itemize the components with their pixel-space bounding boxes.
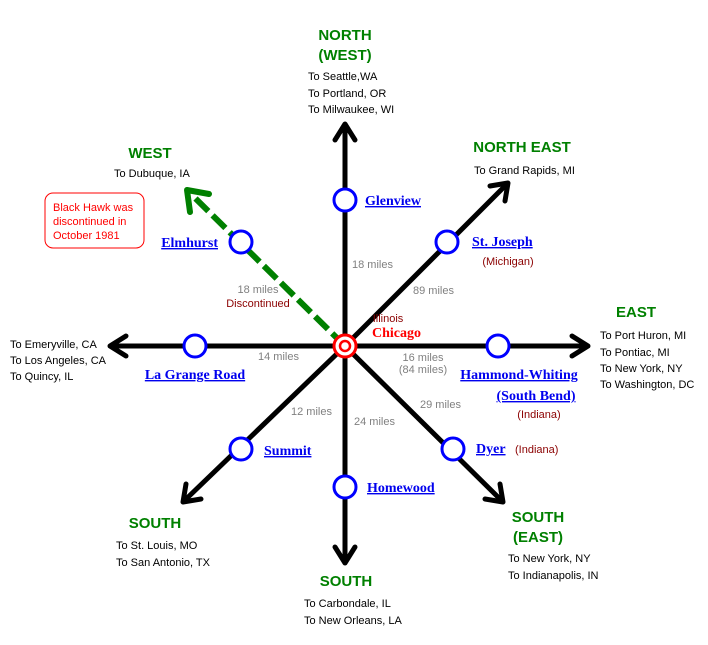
hammond-state: (Indiana): [517, 409, 560, 421]
dyer-state: (Indiana): [515, 444, 558, 456]
station-la-grange-marker[interactable]: [182, 333, 208, 359]
distance-east: 16 miles: [403, 352, 444, 364]
station-summit-marker[interactable]: [228, 436, 254, 462]
distance-northeast: 89 miles: [413, 285, 454, 297]
east-label: EAST: [616, 304, 656, 321]
south-dest-2: To New Orleans, LA: [304, 615, 402, 627]
east-dest-1: To Port Huron, MI: [600, 330, 686, 342]
west-dest-1: To Emeryville, CA: [10, 339, 97, 351]
distance-southwest: 12 miles: [291, 406, 332, 418]
southeast-dest-1: To New York, NY: [508, 553, 591, 565]
station-glenview-link[interactable]: Glenview: [365, 194, 422, 209]
northwest-label: WEST: [128, 145, 171, 162]
center-state-label: Illinois: [373, 313, 404, 325]
station-south-bend-link[interactable]: (South Bend): [497, 389, 576, 404]
west-dest-3: To Quincy, IL: [10, 371, 73, 383]
southeast-arrow-icon: [482, 481, 506, 505]
station-dyer-marker[interactable]: [440, 436, 466, 462]
east-arrow-icon: [569, 333, 591, 359]
station-hammond-marker[interactable]: [485, 333, 511, 359]
center-city-label: Chicago: [372, 326, 421, 341]
northeast-line: [343, 181, 510, 348]
station-summit-link[interactable]: Summit: [264, 444, 312, 459]
black-hawk-note: Black Hawk was discontinued in October 1…: [44, 192, 145, 249]
southwest-dest-2: To San Antonio, TX: [116, 557, 211, 569]
station-elmhurst-link[interactable]: Elmhurst: [161, 236, 218, 251]
southwest-line: [181, 344, 347, 504]
south-dest-1: To Carbondale, IL: [304, 598, 391, 610]
east-dest-4: To Washington, DC: [600, 379, 694, 391]
distance-southeast: 29 miles: [420, 399, 461, 411]
northeast-dest-1: To Grand Rapids, MI: [474, 165, 575, 177]
northeast-label: NORTH EAST: [473, 139, 571, 156]
note-line-3: October 1981: [53, 230, 120, 242]
west-dest-2: To Los Angeles, CA: [10, 355, 107, 367]
southeast-sublabel: (EAST): [513, 529, 563, 546]
station-elmhurst-marker[interactable]: [228, 229, 254, 255]
southeast-dest-2: To Indianapolis, IN: [508, 570, 599, 582]
distance-east-alt: (84 miles): [399, 364, 447, 376]
station-homewood-link[interactable]: Homewood: [367, 481, 435, 496]
station-hammond-link[interactable]: Hammond-Whiting: [460, 368, 577, 383]
north-dest-3: To Milwaukee, WI: [308, 104, 394, 116]
station-la-grange-link[interactable]: La Grange Road: [145, 368, 246, 383]
distance-south: 24 miles: [354, 416, 395, 428]
note-line-1: Black Hawk was: [53, 202, 134, 214]
east-dest-2: To Pontiac, MI: [600, 347, 670, 359]
north-arrow-icon: [332, 121, 358, 143]
distance-northwest: 18 miles: [238, 284, 279, 296]
station-st-joseph-marker[interactable]: [434, 229, 460, 255]
southwest-dest-1: To St. Louis, MO: [116, 540, 198, 552]
north-label: NORTH: [318, 27, 371, 44]
southeast-line: [343, 344, 505, 504]
northeast-arrow-icon: [487, 180, 511, 204]
west-arrow-icon: [107, 333, 129, 359]
distance-north: 18 miles: [352, 259, 393, 271]
northwest-arrow-icon: [184, 187, 212, 215]
south-label: SOUTH: [320, 573, 373, 590]
southeast-label: SOUTH: [512, 509, 565, 526]
note-line-2: discontinued in: [53, 216, 126, 228]
station-glenview-marker[interactable]: [332, 187, 358, 213]
north-dest-1: To Seattle,WA: [308, 71, 378, 83]
st-joseph-state: (Michigan): [482, 256, 533, 268]
route-lines: [107, 121, 591, 566]
north-dest-2: To Portland, OR: [308, 88, 386, 100]
station-homewood-marker[interactable]: [332, 474, 358, 500]
south-arrow-icon: [332, 544, 358, 566]
north-sublabel: (WEST): [318, 47, 371, 64]
southwest-label: SOUTH: [129, 515, 182, 532]
distance-west: 14 miles: [258, 351, 299, 363]
east-dest-3: To New York, NY: [600, 363, 683, 375]
southwest-arrow-icon: [180, 481, 204, 505]
station-dyer-link[interactable]: Dyer: [476, 442, 506, 457]
station-st-joseph-link[interactable]: St. Joseph: [472, 235, 533, 250]
chicago-center-icon[interactable]: [332, 333, 358, 359]
northwest-status: Discontinued: [226, 298, 290, 310]
northwest-discontinued-line: [192, 195, 348, 349]
northwest-dest-1: To Dubuque, IA: [114, 168, 190, 180]
